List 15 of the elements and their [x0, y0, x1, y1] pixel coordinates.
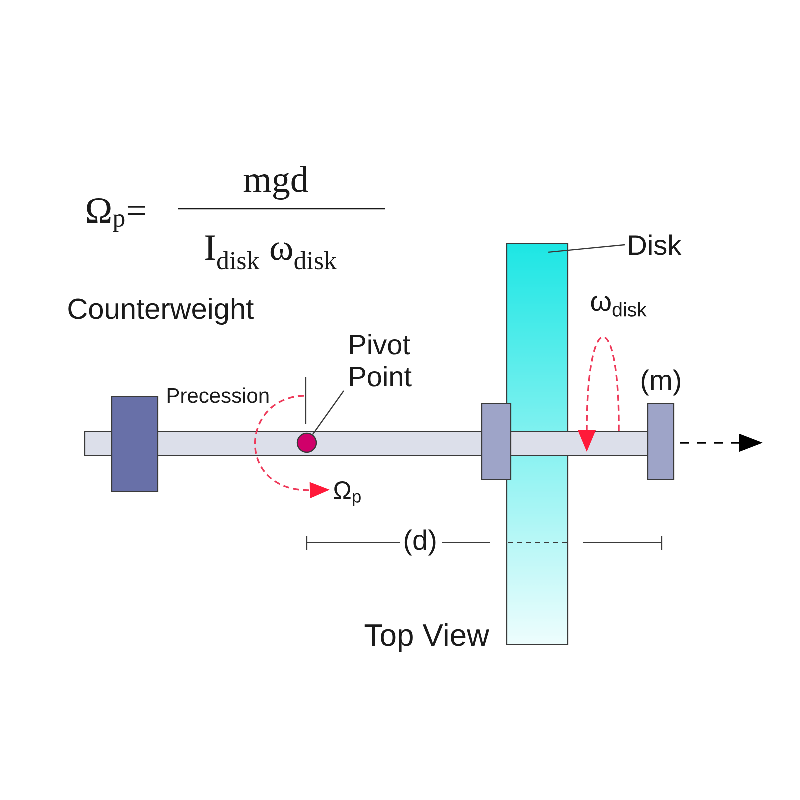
view-label: Top View — [364, 624, 490, 652]
pivot-dot — [296, 432, 318, 454]
formula: mgd — [244, 166, 308, 200]
formula: I$_{disk}$ ω$_{disk}$ — [206, 236, 337, 270]
arrow-label: Precession — [168, 388, 269, 404]
leader-line — [312, 390, 344, 436]
leader-line — [548, 244, 626, 254]
part-label: Pivot Point — [350, 334, 412, 387]
part-label: (m) — [642, 370, 680, 396]
disk — [506, 243, 569, 646]
symbol-label: Ω$_{p}$ — [334, 482, 361, 506]
part-label: Counterweight — [68, 298, 254, 326]
part-label: Disk — [630, 234, 682, 256]
dimension-label: (d) — [404, 530, 436, 556]
formula: Ω$_{p}$= — [87, 198, 146, 232]
